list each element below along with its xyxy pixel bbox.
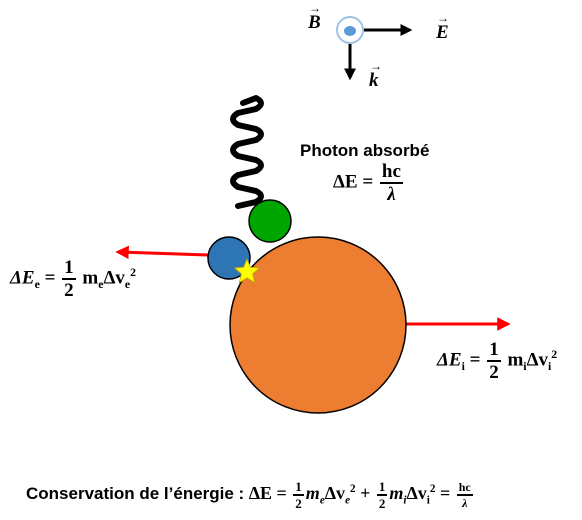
photon-denominator: λ bbox=[387, 184, 396, 205]
electron-half: 1 2 bbox=[62, 258, 76, 300]
conservation-half-e-den: 2 bbox=[295, 496, 302, 511]
e-field-label: E bbox=[436, 11, 449, 44]
ion-mass-sub: i bbox=[523, 360, 527, 374]
conservation-lambda: λ bbox=[462, 496, 468, 510]
collision-star-icon bbox=[233, 257, 261, 284]
photon-fraction: hc λ bbox=[379, 161, 403, 205]
conservation-equals-2: = bbox=[439, 483, 451, 504]
conservation-plus: + bbox=[360, 483, 371, 504]
b-field-label: B bbox=[308, 1, 321, 34]
ion-half-den: 2 bbox=[489, 362, 499, 383]
electron-velocity-arrow bbox=[115, 245, 209, 260]
ion-particle bbox=[229, 236, 407, 414]
ion-half: 1 2 bbox=[487, 340, 501, 382]
conservation-mi: m bbox=[389, 483, 404, 504]
photon-equals: = bbox=[362, 171, 374, 193]
conservation-dve-sub: e bbox=[345, 494, 351, 507]
photon-energy-equation: ΔE = hc λ bbox=[333, 162, 405, 204]
conservation-hc-fraction: hc λ bbox=[456, 480, 473, 510]
conservation-dvi-sub: i bbox=[426, 494, 430, 507]
electron-half-den: 2 bbox=[64, 280, 74, 301]
conservation-half-e-num: 1 bbox=[293, 479, 304, 496]
conservation-exp-e: 2 bbox=[350, 483, 356, 496]
ion-delta-sub: i bbox=[461, 360, 465, 374]
electron-delta-sub: e bbox=[34, 278, 40, 292]
electron-dv: Δv bbox=[103, 267, 125, 289]
photon-wave bbox=[230, 95, 264, 209]
conservation-me: m bbox=[305, 483, 320, 504]
ion-dv-sub: i bbox=[547, 360, 552, 374]
electron-equals: = bbox=[44, 267, 56, 289]
ion-delta-e: ΔE bbox=[437, 349, 462, 371]
ion-half-num: 1 bbox=[487, 339, 501, 362]
ion-energy-equation: ΔEi = 1 2 miΔvi2 bbox=[437, 340, 557, 382]
photon-delta: ΔE bbox=[333, 171, 358, 193]
b-field-dot bbox=[344, 26, 356, 36]
photon-title: Photon absorbé bbox=[300, 141, 430, 160]
k-direction-label: k bbox=[369, 59, 381, 92]
conservation-equation: Conservation de l’énergie : ΔE = 1 2 meΔ… bbox=[26, 480, 475, 510]
electron-delta-e: ΔE bbox=[10, 267, 35, 289]
conservation-half-i-den: 2 bbox=[378, 496, 386, 511]
conservation-half-i: 1 2 bbox=[376, 479, 388, 511]
conservation-delta: ΔE bbox=[248, 483, 273, 504]
k-direction-symbol: k bbox=[369, 59, 381, 92]
electron-half-num: 1 bbox=[62, 257, 76, 280]
ion-mass: m bbox=[507, 349, 524, 371]
photon-numerator: hc bbox=[379, 161, 403, 184]
electron-dv-sub: e bbox=[124, 278, 131, 292]
ion-equals: = bbox=[469, 349, 481, 371]
conservation-hc: hc bbox=[456, 480, 473, 496]
conservation-half-e: 1 2 bbox=[293, 480, 304, 510]
conservation-dve: Δv bbox=[324, 483, 346, 504]
electron-energy-equation: ΔEe = 1 2 meΔve2 bbox=[10, 258, 136, 300]
electron-mass: m bbox=[82, 267, 99, 289]
ion-exp: 2 bbox=[551, 348, 558, 362]
b-field-symbol: B bbox=[308, 1, 321, 34]
conservation-me-sub: e bbox=[319, 494, 325, 507]
electron-exp: 2 bbox=[130, 266, 137, 280]
ion-dv: Δv bbox=[526, 349, 548, 371]
conservation-mi-sub: i bbox=[403, 494, 407, 507]
electron-mass-sub: e bbox=[98, 278, 104, 292]
conservation-equals-1: = bbox=[276, 483, 287, 504]
conservation-label: Conservation de l’énergie : bbox=[26, 484, 245, 504]
e-field-symbol: E bbox=[436, 11, 449, 44]
conservation-exp-i: 2 bbox=[429, 483, 436, 496]
photon-particle bbox=[248, 199, 292, 243]
conservation-dvi: Δv bbox=[406, 483, 427, 504]
conservation-half-i-num: 1 bbox=[376, 479, 388, 496]
